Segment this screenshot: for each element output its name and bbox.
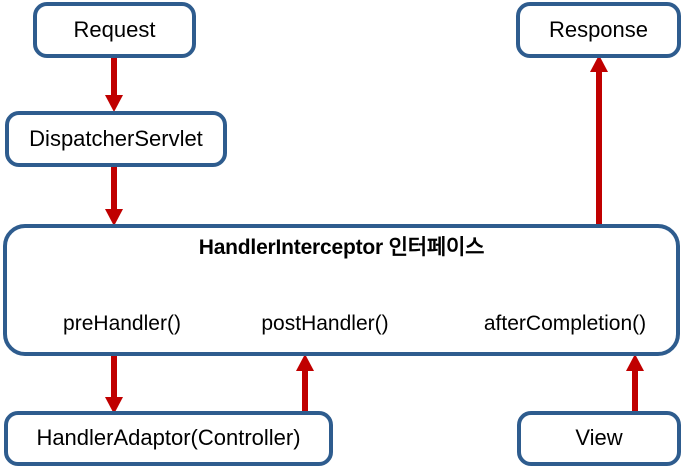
node-handler-adaptor[interactable]: HandlerAdaptor(Controller) xyxy=(4,411,333,466)
node-dispatcher-servlet-label: DispatcherServlet xyxy=(29,125,203,151)
node-view-label: View xyxy=(575,425,623,451)
arrow-view-to-interceptor xyxy=(624,353,646,416)
node-view[interactable]: View xyxy=(517,411,681,466)
node-request-label: Request xyxy=(73,16,156,42)
node-response-label: Response xyxy=(548,16,649,42)
node-handler-interceptor[interactable]: HandlerInterceptor 인터페이스 preHandler() po… xyxy=(3,224,680,356)
node-handler-adaptor-label: HandlerAdaptor(Controller) xyxy=(36,425,301,451)
method-post-handler: postHandler() xyxy=(261,312,389,335)
arrow-interceptor-to-handler-adaptor xyxy=(103,353,125,416)
method-pre-handler: preHandler() xyxy=(63,312,181,335)
arrow-handler-adaptor-to-interceptor xyxy=(294,353,316,416)
arrow-interceptor-to-response xyxy=(588,54,610,228)
node-dispatcher-servlet[interactable]: DispatcherServlet xyxy=(5,111,227,167)
handler-interceptor-title: HandlerInterceptor 인터페이스 xyxy=(198,236,485,259)
arrow-dispatcher-to-interceptor xyxy=(103,164,125,228)
node-request[interactable]: Request xyxy=(33,2,196,58)
method-after-completion: afterCompletion() xyxy=(483,312,647,335)
node-response[interactable]: Response xyxy=(516,2,681,58)
arrow-request-to-dispatcher xyxy=(103,54,125,114)
